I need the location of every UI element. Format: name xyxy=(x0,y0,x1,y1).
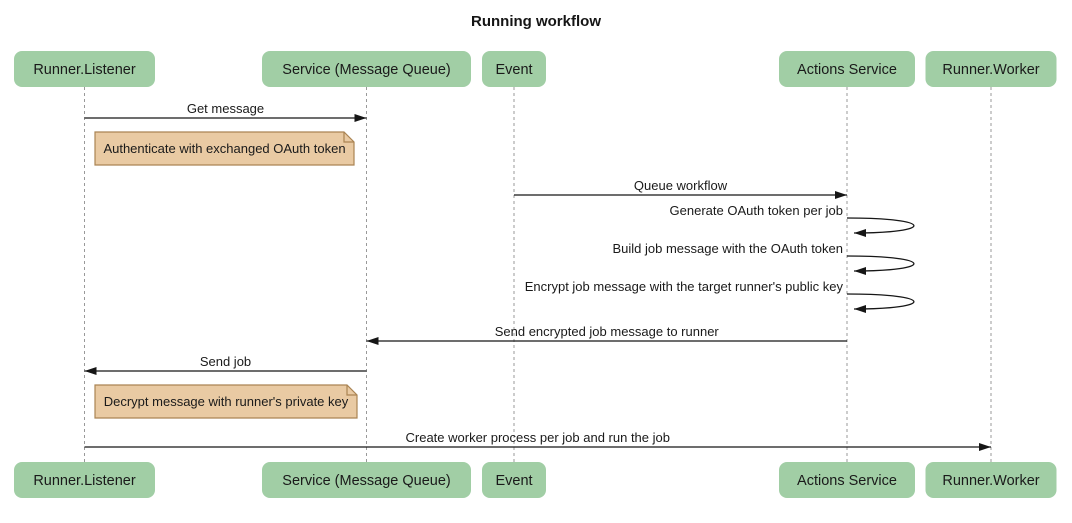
participant-top-service-message-queue: Service (Message Queue) xyxy=(262,51,471,87)
message-arrow: Send job xyxy=(84,354,367,375)
participant-bottom-runner-worker: Runner.Worker xyxy=(925,462,1057,498)
message-label: Encrypt job message with the target runn… xyxy=(525,279,844,294)
message-arrow: Get message xyxy=(84,101,367,122)
participant-box xyxy=(925,462,1057,498)
participant-top-actions-service: Actions Service xyxy=(779,51,915,87)
note: Decrypt message with runner's private ke… xyxy=(94,384,358,419)
participant-box xyxy=(779,51,915,87)
message-arrow: Send encrypted job message to runner xyxy=(366,324,847,345)
lifelines-layer xyxy=(84,87,992,462)
participant-box xyxy=(14,462,155,498)
note-fold xyxy=(343,132,354,143)
participant-label: Event xyxy=(495,62,532,78)
participant-label: Runner.Worker xyxy=(942,473,1039,489)
participant-box xyxy=(262,462,471,498)
participant-box xyxy=(262,51,471,87)
message-label: Send encrypted job message to runner xyxy=(495,324,720,339)
message-label: Get message xyxy=(187,101,264,116)
note: Authenticate with exchanged OAuth token xyxy=(94,131,355,166)
participant-bottom-actions-service: Actions Service xyxy=(779,462,915,498)
participant-box xyxy=(482,462,546,498)
participant-bottom-event: Event xyxy=(482,462,546,498)
message-label: Queue workflow xyxy=(634,178,728,193)
note-box xyxy=(94,384,358,419)
diagram-title: Running workflow xyxy=(471,13,601,30)
message-self-loop: Build job message with the OAuth token xyxy=(612,241,915,275)
participant-box xyxy=(482,51,546,87)
note-fold xyxy=(346,385,357,396)
participant-label: Runner.Listener xyxy=(33,62,136,78)
participant-bottom-runner-listener: Runner.Listener xyxy=(14,462,155,498)
self-loop-line xyxy=(846,293,915,313)
self-loop-line xyxy=(846,255,915,275)
message-label: Create worker process per job and run th… xyxy=(406,430,670,445)
message-label: Build job message with the OAuth token xyxy=(612,241,843,256)
participant-label: Actions Service xyxy=(797,62,897,78)
participant-label: Service (Message Queue) xyxy=(282,62,450,78)
note-box xyxy=(94,131,355,166)
participant-label: Runner.Listener xyxy=(33,473,136,489)
participant-label: Actions Service xyxy=(797,473,897,489)
participant-top-event: Event xyxy=(482,51,546,87)
participant-bottom-service-message-queue: Service (Message Queue) xyxy=(262,462,471,498)
participant-top-runner-worker: Runner.Worker xyxy=(925,51,1057,87)
participant-box xyxy=(925,51,1057,87)
self-loop-line xyxy=(846,217,915,237)
participant-label: Service (Message Queue) xyxy=(282,473,450,489)
note-text: Decrypt message with runner's private ke… xyxy=(104,394,349,409)
note-text: Authenticate with exchanged OAuth token xyxy=(103,141,345,156)
participant-label: Runner.Worker xyxy=(942,62,1039,78)
message-self-loop: Generate OAuth token per job xyxy=(670,203,915,237)
participant-label: Event xyxy=(495,473,532,489)
participant-box xyxy=(779,462,915,498)
participant-top-runner-listener: Runner.Listener xyxy=(14,51,155,87)
message-arrow: Create worker process per job and run th… xyxy=(84,430,991,451)
message-label: Generate OAuth token per job xyxy=(670,203,843,218)
participant-box xyxy=(14,51,155,87)
message-label: Send job xyxy=(200,354,251,369)
message-self-loop: Encrypt job message with the target runn… xyxy=(525,279,915,313)
message-arrow: Queue workflow xyxy=(514,178,847,199)
